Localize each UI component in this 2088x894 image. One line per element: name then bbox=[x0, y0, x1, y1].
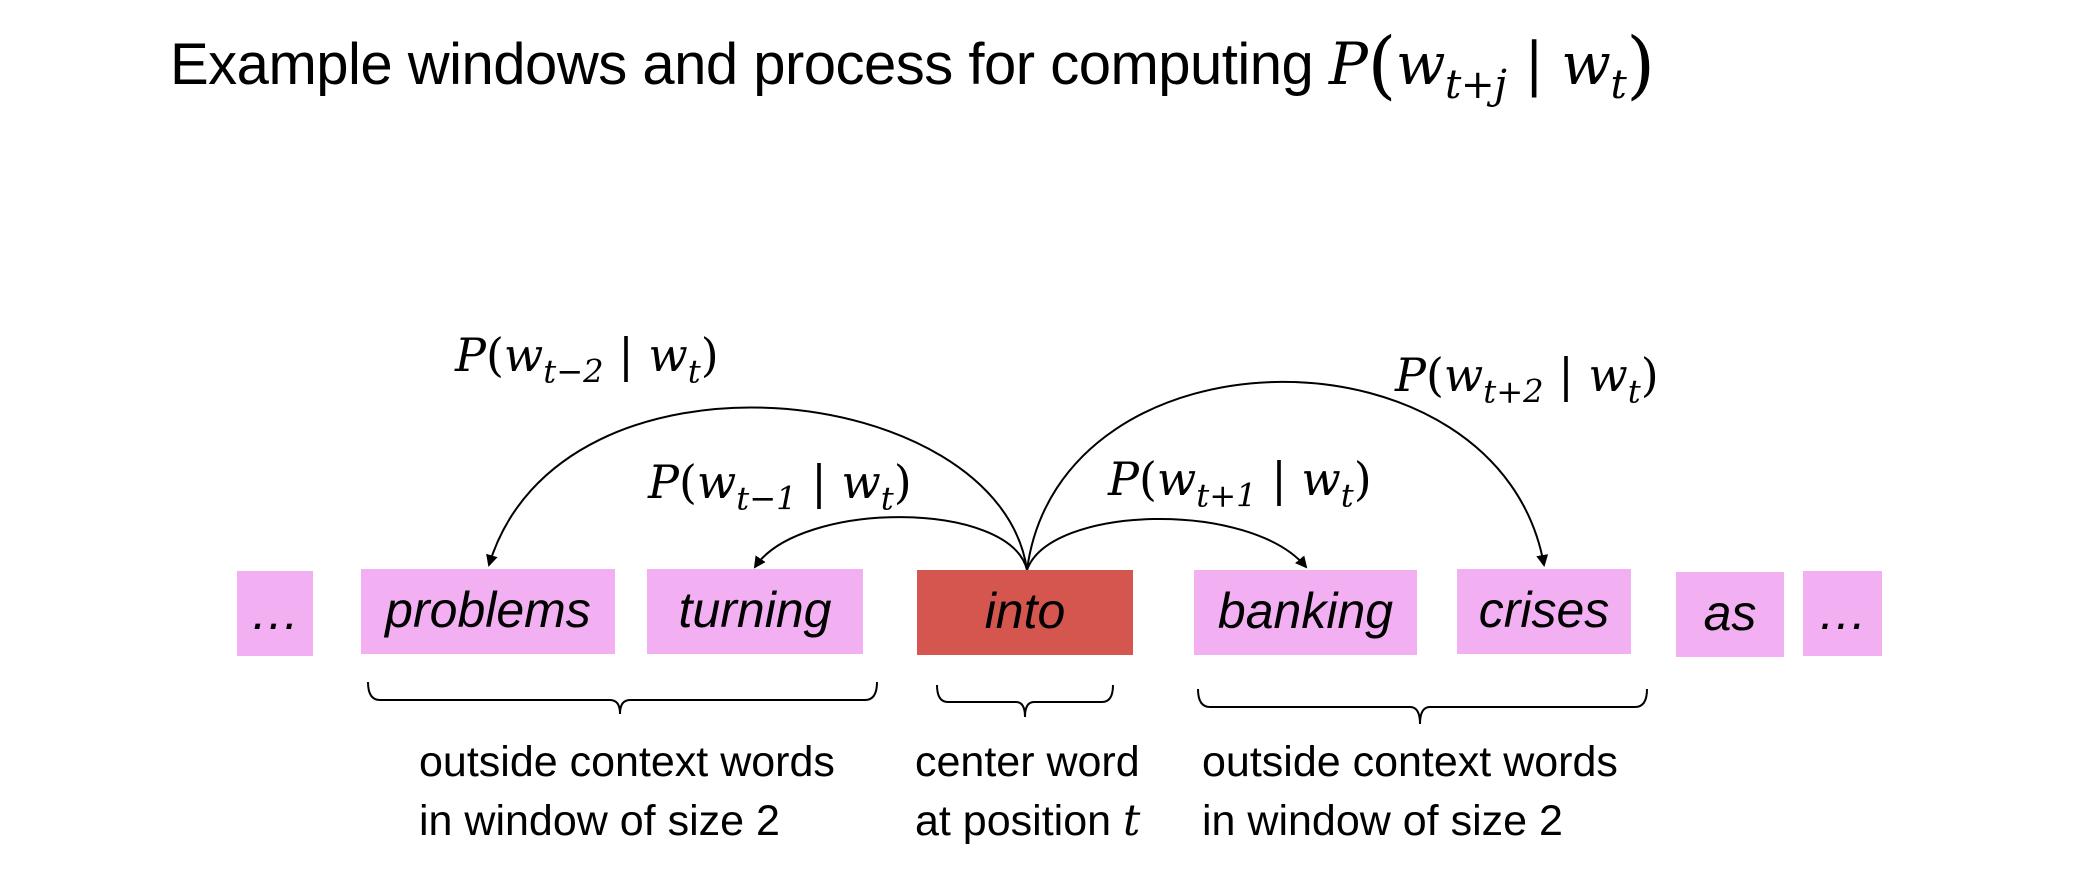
word-box-banking: banking bbox=[1194, 570, 1417, 655]
word-box-into-center: into bbox=[917, 570, 1133, 655]
prob-label-t-plus-1: P(wt+1 | wt) bbox=[1108, 452, 1372, 515]
title-formula: P(wt+j | wt) bbox=[1328, 22, 1655, 109]
arrow-to-banking bbox=[1026, 517, 1308, 571]
word-box-problems: problems bbox=[361, 569, 615, 654]
arrow-to-crises bbox=[1026, 381, 1549, 571]
arrow-to-turning bbox=[753, 516, 1028, 571]
caption-center-word: center word at position t bbox=[915, 738, 1141, 846]
word-box-as: as bbox=[1676, 572, 1784, 657]
prob-label-t-minus-1: P(wt−1 | wt) bbox=[648, 455, 912, 518]
caption-right-context: outside context words in window of size … bbox=[1202, 738, 1618, 845]
brace-center bbox=[936, 684, 1114, 718]
word-box-crises: crises bbox=[1457, 569, 1631, 654]
arrow-to-problems bbox=[486, 406, 1028, 571]
title-text: Example windows and process for computin… bbox=[170, 32, 1314, 97]
brace-left bbox=[367, 681, 878, 715]
brace-right bbox=[1197, 688, 1648, 725]
word-box-ellipsis-right: … bbox=[1803, 571, 1882, 656]
prob-label-t-minus-2: P(wt−2 | wt) bbox=[455, 328, 719, 391]
prob-label-t-plus-2: P(wt+2 | wt) bbox=[1395, 348, 1659, 411]
word-box-ellipsis-left: … bbox=[237, 571, 313, 656]
slide-title: Example windows and process for computin… bbox=[170, 22, 1655, 108]
caption-left-context: outside context words in window of size … bbox=[419, 738, 835, 845]
word-box-turning: turning bbox=[647, 569, 863, 654]
